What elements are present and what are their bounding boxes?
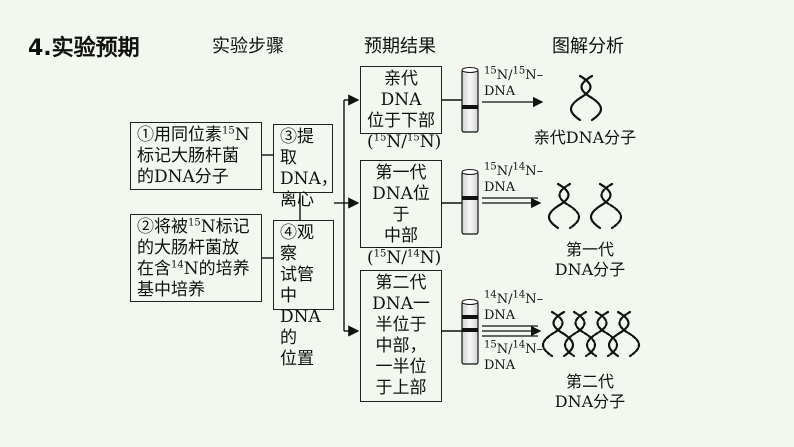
step2-line3a: 在含 xyxy=(137,259,171,279)
dna-helix-gen2-c xyxy=(585,310,619,358)
result2-line1: 第一代 xyxy=(375,163,427,183)
step2-line2: 的大肠杆菌放 xyxy=(137,238,239,258)
header-steps: 实验步骤 xyxy=(212,36,284,57)
result3-line5: 一半位 xyxy=(375,357,427,377)
step4-line3: DNA的 xyxy=(280,307,321,348)
step2-line4: 基中培养 xyxy=(137,280,205,300)
caption-parent: 亲代DNA分子 xyxy=(533,128,637,147)
result2-line3: 中部 xyxy=(375,226,427,248)
band3b-label: 15N/14N– DNA xyxy=(484,339,544,374)
band1-a: N/ xyxy=(496,68,513,83)
band1-sup2: 15 xyxy=(512,65,526,77)
result2-paren-open: ( xyxy=(367,248,374,268)
band1-sup1: 15 xyxy=(484,65,497,77)
band2-sup1: 15 xyxy=(484,161,497,173)
step1-line2: 标记大肠杆菌 xyxy=(137,146,239,166)
dna-helix-parent xyxy=(569,74,603,122)
result3-line1: 第二代 xyxy=(375,273,427,293)
step2-sup1: 15 xyxy=(188,217,201,229)
step3-line1: ③提取 xyxy=(280,127,314,168)
dna-helix-gen1-a xyxy=(547,182,581,230)
result1-line1: 亲代DNA xyxy=(380,69,422,110)
band3b-sup2: 14 xyxy=(512,339,526,351)
dna-helix-gen2-b xyxy=(563,310,597,358)
dna-helix-gen2-a xyxy=(541,310,575,358)
step2-line1b: N标记 xyxy=(200,217,250,237)
band3a-label: 14N/14N– DNA xyxy=(484,289,544,324)
result1-sup1: 15 xyxy=(373,132,387,144)
caption-gen1-line1: 第一代 xyxy=(565,240,614,259)
band2-label: 15N/14N– DNA xyxy=(484,161,544,196)
step4-line4: 位置 xyxy=(280,349,314,369)
step3-line3: 离心 xyxy=(280,190,314,210)
result2-sup1: 15 xyxy=(373,248,387,260)
result1-line3b: N/ xyxy=(386,132,407,152)
tube-parent xyxy=(461,67,479,133)
result3-box: 第二代 DNA一 半位于 中部， 一半位 于上部 xyxy=(360,270,442,402)
band3a-sup1: 14 xyxy=(484,289,497,301)
result3-line6: 于上部 xyxy=(375,378,427,398)
step2-box: ②将被15N标记 的大肠杆菌放 在含14N的培养 基中培养 xyxy=(130,214,262,302)
step4-line2: 试管中 xyxy=(280,265,314,306)
step2-sup2: 14 xyxy=(171,259,184,271)
step1-line3: 的DNA分子 xyxy=(137,167,229,187)
header-results: 预期结果 xyxy=(364,36,436,57)
caption-gen2-line2: DNA分子 xyxy=(554,392,626,411)
header-analysis: 图解分析 xyxy=(552,36,624,57)
step1-box: ①用同位素15N 标记大肠杆菌 的DNA分子 xyxy=(130,122,262,190)
band2-a: N/ xyxy=(496,164,513,179)
band2-sup2: 14 xyxy=(512,161,526,173)
band3b-b: N– xyxy=(525,342,544,357)
page-title: 4.实验预期 xyxy=(28,36,140,61)
result1-paren-open: ( xyxy=(367,132,374,152)
result1-line3c: N) xyxy=(419,132,442,152)
band3a-a: N/ xyxy=(496,292,513,307)
caption-gen1-line2: DNA分子 xyxy=(554,260,626,279)
tube-gen2 xyxy=(461,299,479,365)
result2-sup2: 14 xyxy=(406,248,420,260)
step3-line2: DNA， xyxy=(280,169,338,189)
step3-box: ③提取 DNA， 离心 xyxy=(273,124,338,210)
tube-gen1 xyxy=(461,169,479,235)
dna-helix-gen2-d xyxy=(607,310,641,358)
step4-line1: ④观察 xyxy=(280,223,314,264)
result2-box: 第一代 DNA位于 中部 (15N/14N) xyxy=(360,160,442,268)
result3-line3: 半位于 xyxy=(375,315,427,335)
step1-sup: 15 xyxy=(222,125,235,137)
band3a-b: N– xyxy=(525,292,544,307)
dna-helix-gen1-b xyxy=(589,182,623,230)
band3b-sup1: 15 xyxy=(484,339,497,351)
result1-line2: 位于下部 xyxy=(367,111,435,131)
step4-box: ④观察 试管中 DNA的 位置 xyxy=(273,220,334,369)
band3b-a: N/ xyxy=(496,342,513,357)
result2-line2: DNA位于 xyxy=(372,184,430,225)
result1-box: 亲代DNA 位于下部 (15N/15N) xyxy=(360,66,442,152)
band3a-sup2: 14 xyxy=(512,289,526,301)
step2-line3b: N的培养 xyxy=(183,259,250,279)
step1-line1b: N xyxy=(234,125,250,145)
caption-gen2-line1: 第二代 xyxy=(565,372,614,391)
band1-dna: DNA xyxy=(484,84,516,99)
result2-line4b: N/ xyxy=(386,248,407,268)
band3b-dna: DNA xyxy=(484,358,516,373)
band1-label: 15N/15N– DNA xyxy=(484,65,544,100)
band2-dna: DNA xyxy=(484,180,516,195)
band2-b: N– xyxy=(525,164,544,179)
step1-line1: ①用同位素 xyxy=(137,125,222,145)
band3a-dna: DNA xyxy=(484,308,516,323)
step2-line1a: ②将被 xyxy=(137,217,188,237)
result3-line2: DNA一 xyxy=(372,294,430,314)
result3-line4: 中部， xyxy=(375,336,427,356)
result2-line4c: N) xyxy=(419,248,442,268)
band1-b: N– xyxy=(525,68,544,83)
result1-sup2: 15 xyxy=(406,132,420,144)
